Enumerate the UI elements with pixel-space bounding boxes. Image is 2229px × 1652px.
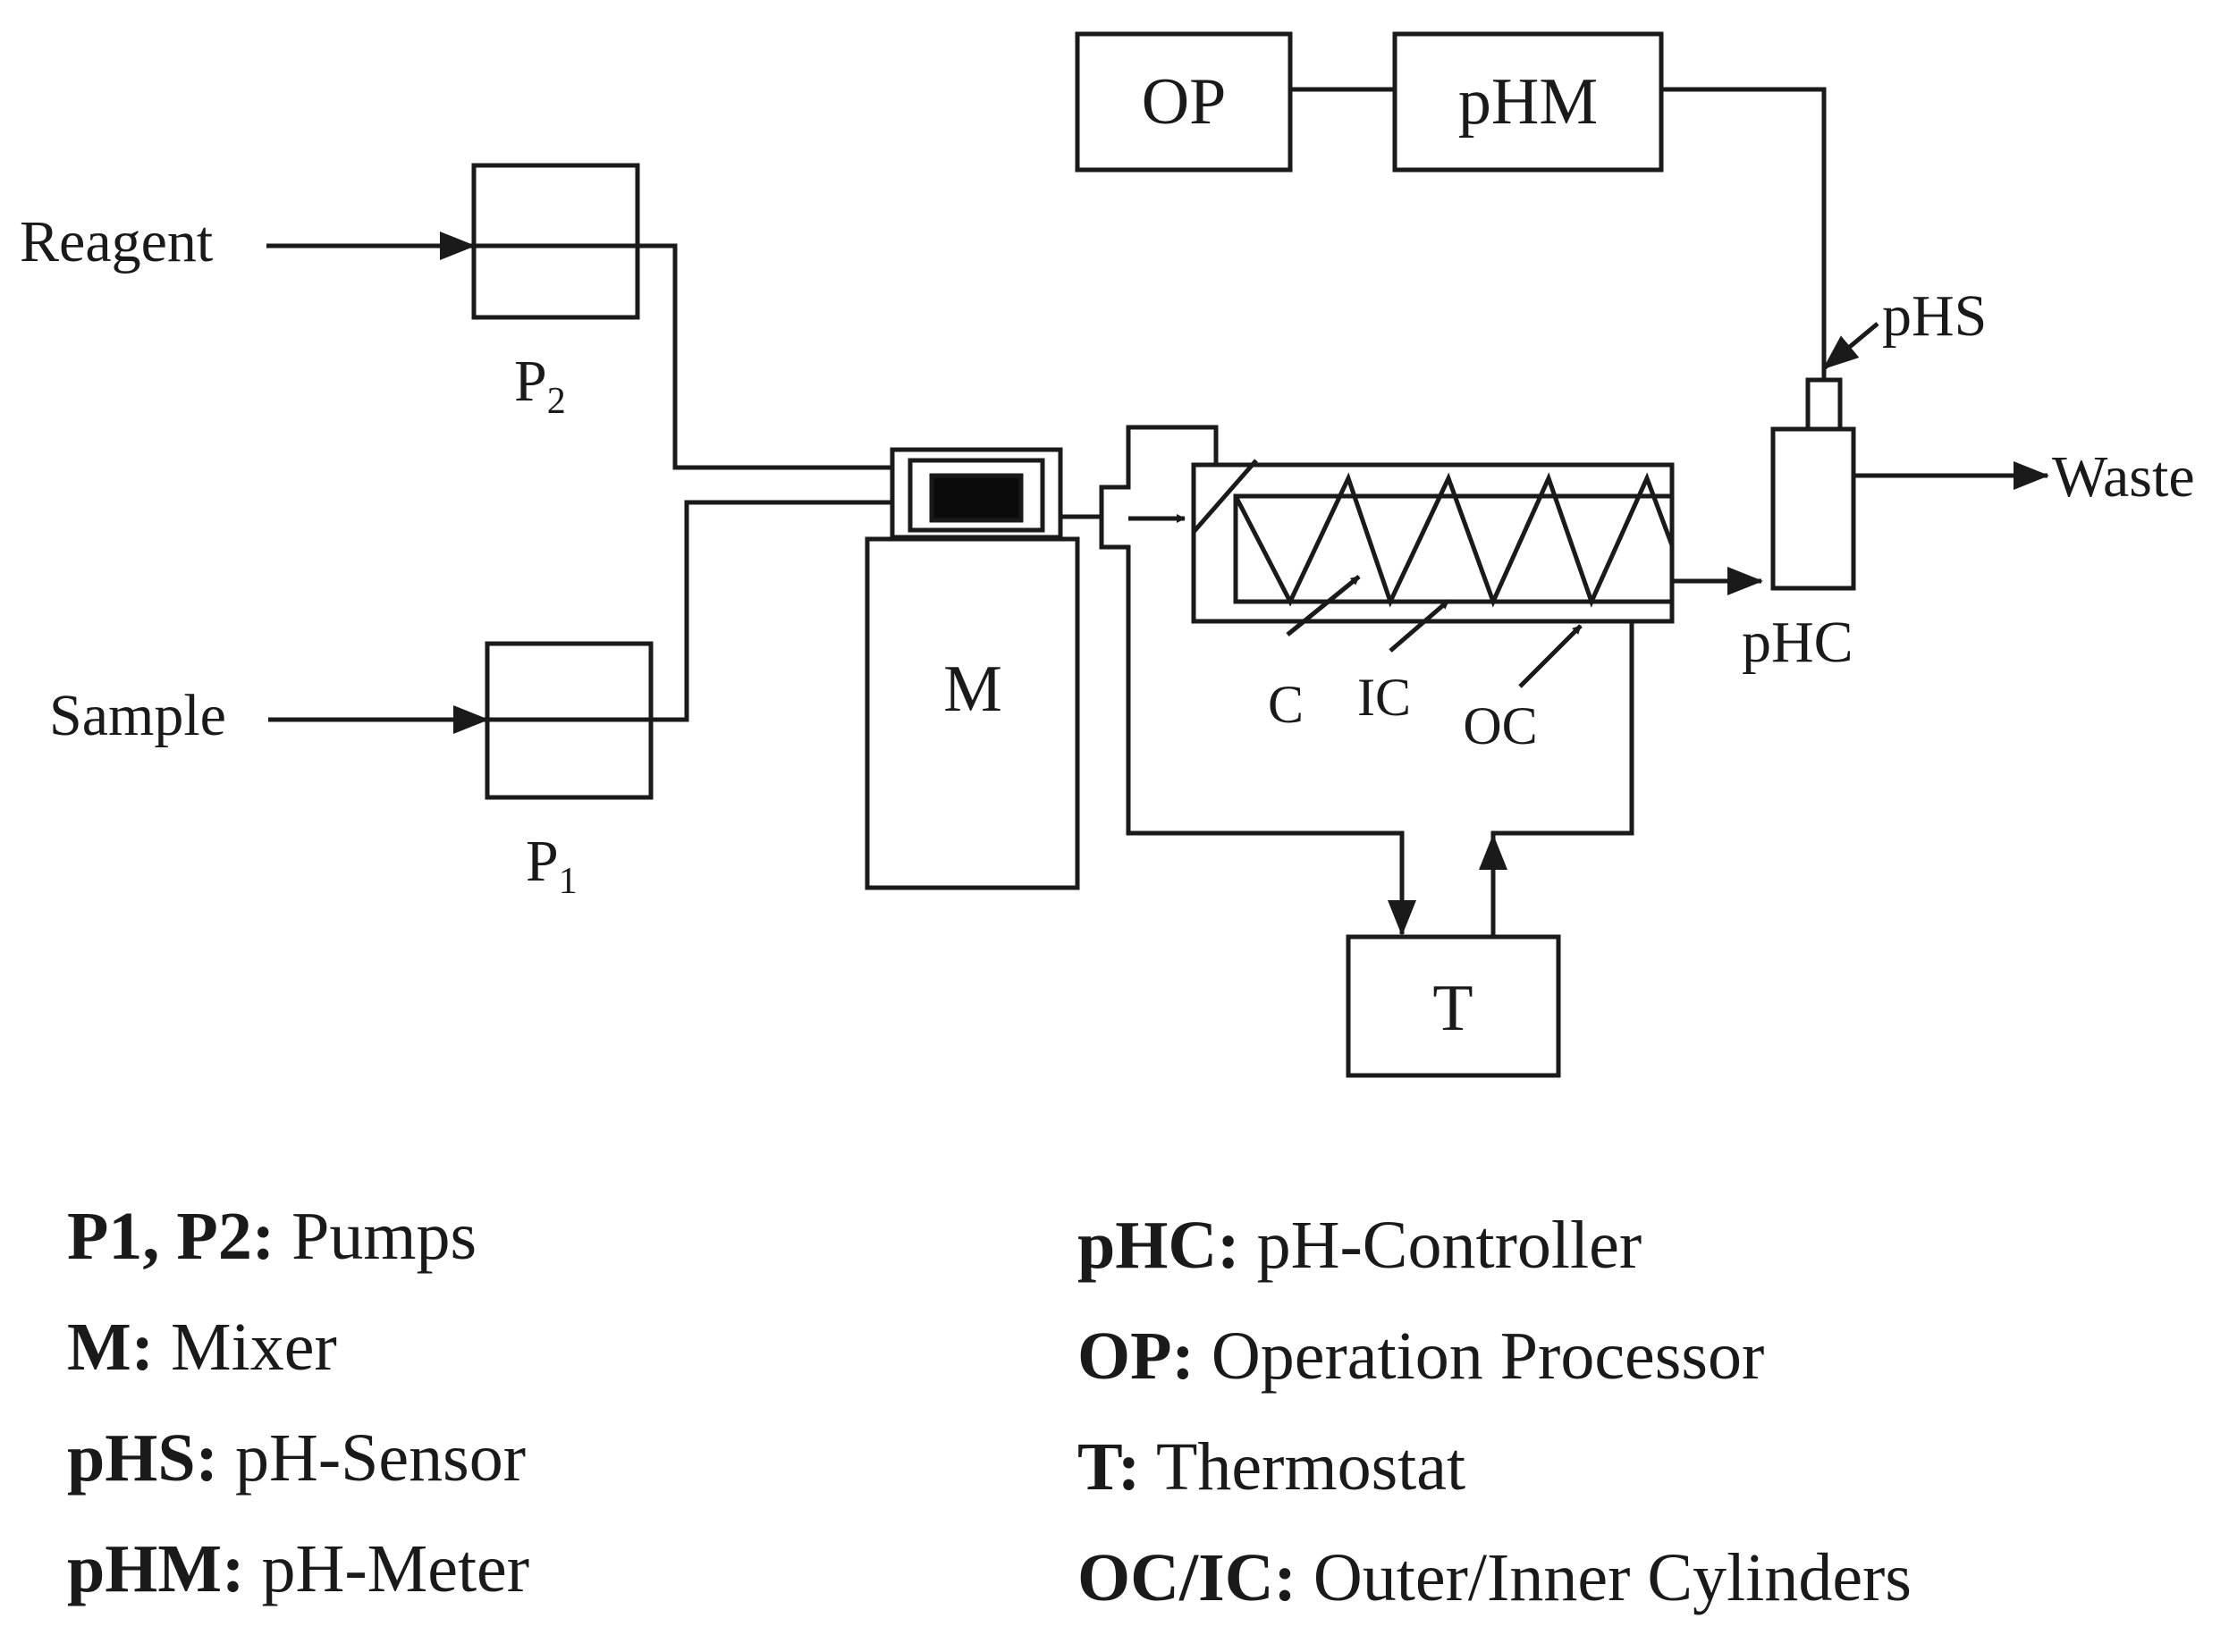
legend-item-ph-sensor: pHS: pH-Sensor [67, 1420, 526, 1496]
pump-p2: P2 [471, 163, 640, 422]
thermostat-return-line [1490, 621, 1634, 937]
legend-left: P1, P2: Pumps M: Mixer pHS: pH-Sensor pH… [67, 1199, 529, 1606]
p1-outflow-line [487, 500, 894, 722]
p2-label: P2 [514, 349, 566, 422]
coil-zigzag [1233, 472, 1675, 608]
legend-right: pHC: pH-Controller OP: Operation Process… [1077, 1208, 1912, 1615]
op-box: OP [1075, 31, 1293, 173]
mixer: M [865, 447, 1080, 890]
p2-outflow-line [474, 243, 894, 470]
legend-item-ph-meter: pHM: pH-Meter [67, 1531, 529, 1606]
p1-label: P1 [526, 829, 578, 902]
phm-to-sensor-line [1661, 87, 1827, 380]
reactor-coil [1191, 459, 1675, 624]
mixer-label: M [943, 653, 1002, 726]
legend-item-cylinders: OC/IC: Outer/Inner Cylinders [1077, 1540, 1912, 1615]
phs-label: pHS [1882, 283, 1987, 349]
waste-label: Waste [2052, 444, 2195, 510]
legend-item-mixer: M: Mixer [67, 1310, 337, 1385]
ph-controller [1770, 426, 1856, 591]
reactor-inlet [1099, 425, 1219, 554]
phs-pointer [1822, 322, 1879, 370]
coil-inlet-line [1192, 459, 1258, 534]
phc-label: pHC [1742, 610, 1853, 675]
thermostat-box: T [1346, 934, 1561, 1078]
ic-label: IC [1357, 668, 1411, 727]
oc-pointer [1518, 624, 1583, 688]
legend-item-thermostat: T: Thermostat [1077, 1429, 1465, 1504]
thermostat-label: T [1432, 972, 1473, 1045]
phm-label: pHM [1458, 65, 1598, 139]
sample-label: Sample [49, 683, 226, 748]
reagent-label: Reagent [20, 209, 213, 274]
oc-label: OC [1463, 696, 1537, 755]
phm-box: pHM [1392, 31, 1664, 173]
ph-sensor [1805, 377, 1843, 432]
c-label: C [1268, 675, 1304, 734]
pump-p1: P1 [485, 641, 654, 902]
legend-item-operation-processor: OP: Operation Processor [1077, 1319, 1764, 1394]
legend-item-pumps: P1, P2: Pumps [67, 1199, 477, 1274]
c-pointer [1286, 575, 1361, 636]
ic-pointer [1389, 599, 1450, 653]
op-label: OP [1142, 65, 1227, 139]
thermostat-supply-line [1126, 554, 1416, 936]
legend-item-ph-controller: pHC: pH-Controller [1077, 1208, 1642, 1283]
